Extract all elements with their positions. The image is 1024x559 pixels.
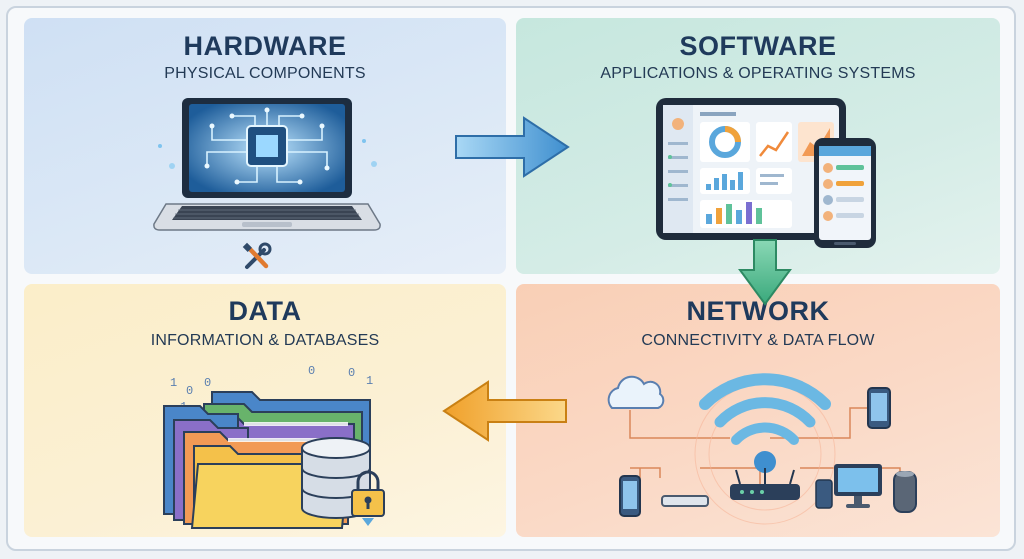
router-icon	[730, 468, 800, 500]
data-title: DATA	[228, 296, 302, 326]
wifi-icon	[694, 373, 836, 525]
tools-icon	[242, 242, 272, 269]
software-title: SOFTWARE	[679, 31, 837, 61]
network-diagram	[607, 373, 917, 525]
tablet-dashboard-icon	[656, 98, 846, 240]
binary-digit: 0	[186, 384, 193, 398]
software-panel: SOFTWARE APPLICATIONS & OPERATING SYSTEM…	[516, 18, 1000, 274]
hardware-panel: HARDWARE PHYSICAL COMPONENTS	[24, 18, 506, 274]
data-panel: DATA INFORMATION & DATABASES 1 0 0 1 0 1…	[24, 284, 506, 537]
speaker-icon	[893, 471, 917, 513]
arrow-hardware-to-software	[455, 116, 570, 178]
arrow-network-to-data	[442, 380, 567, 442]
binary-digit: 0	[204, 376, 211, 390]
binary-digit: 0	[348, 366, 355, 380]
data-subtitle: INFORMATION & DATABASES	[150, 332, 380, 349]
tablet-icon	[815, 479, 833, 509]
modem-icon	[661, 495, 709, 507]
network-subtitle: CONNECTIVITY & DATA FLOW	[641, 332, 875, 349]
software-subtitle: APPLICATIONS & OPERATING SYSTEMS	[600, 65, 916, 82]
hardware-subtitle: PHYSICAL COMPONENTS	[164, 65, 366, 82]
lock-icon	[351, 470, 385, 526]
binary-digit: 1	[366, 374, 373, 388]
hardware-title: HARDWARE	[183, 31, 347, 61]
database-icon	[301, 437, 385, 526]
phone-icon	[814, 138, 876, 248]
arrow-software-to-network	[738, 239, 792, 306]
binary-digit: 1	[170, 376, 177, 390]
binary-digit: 0	[308, 364, 315, 378]
monitor-icon	[834, 464, 882, 508]
cloud-icon	[607, 375, 665, 409]
network-title: NETWORK	[686, 296, 830, 326]
network-panel: NETWORK CONNECTIVITY & DATA FLOW	[516, 284, 1000, 537]
laptop-icon	[153, 98, 381, 231]
